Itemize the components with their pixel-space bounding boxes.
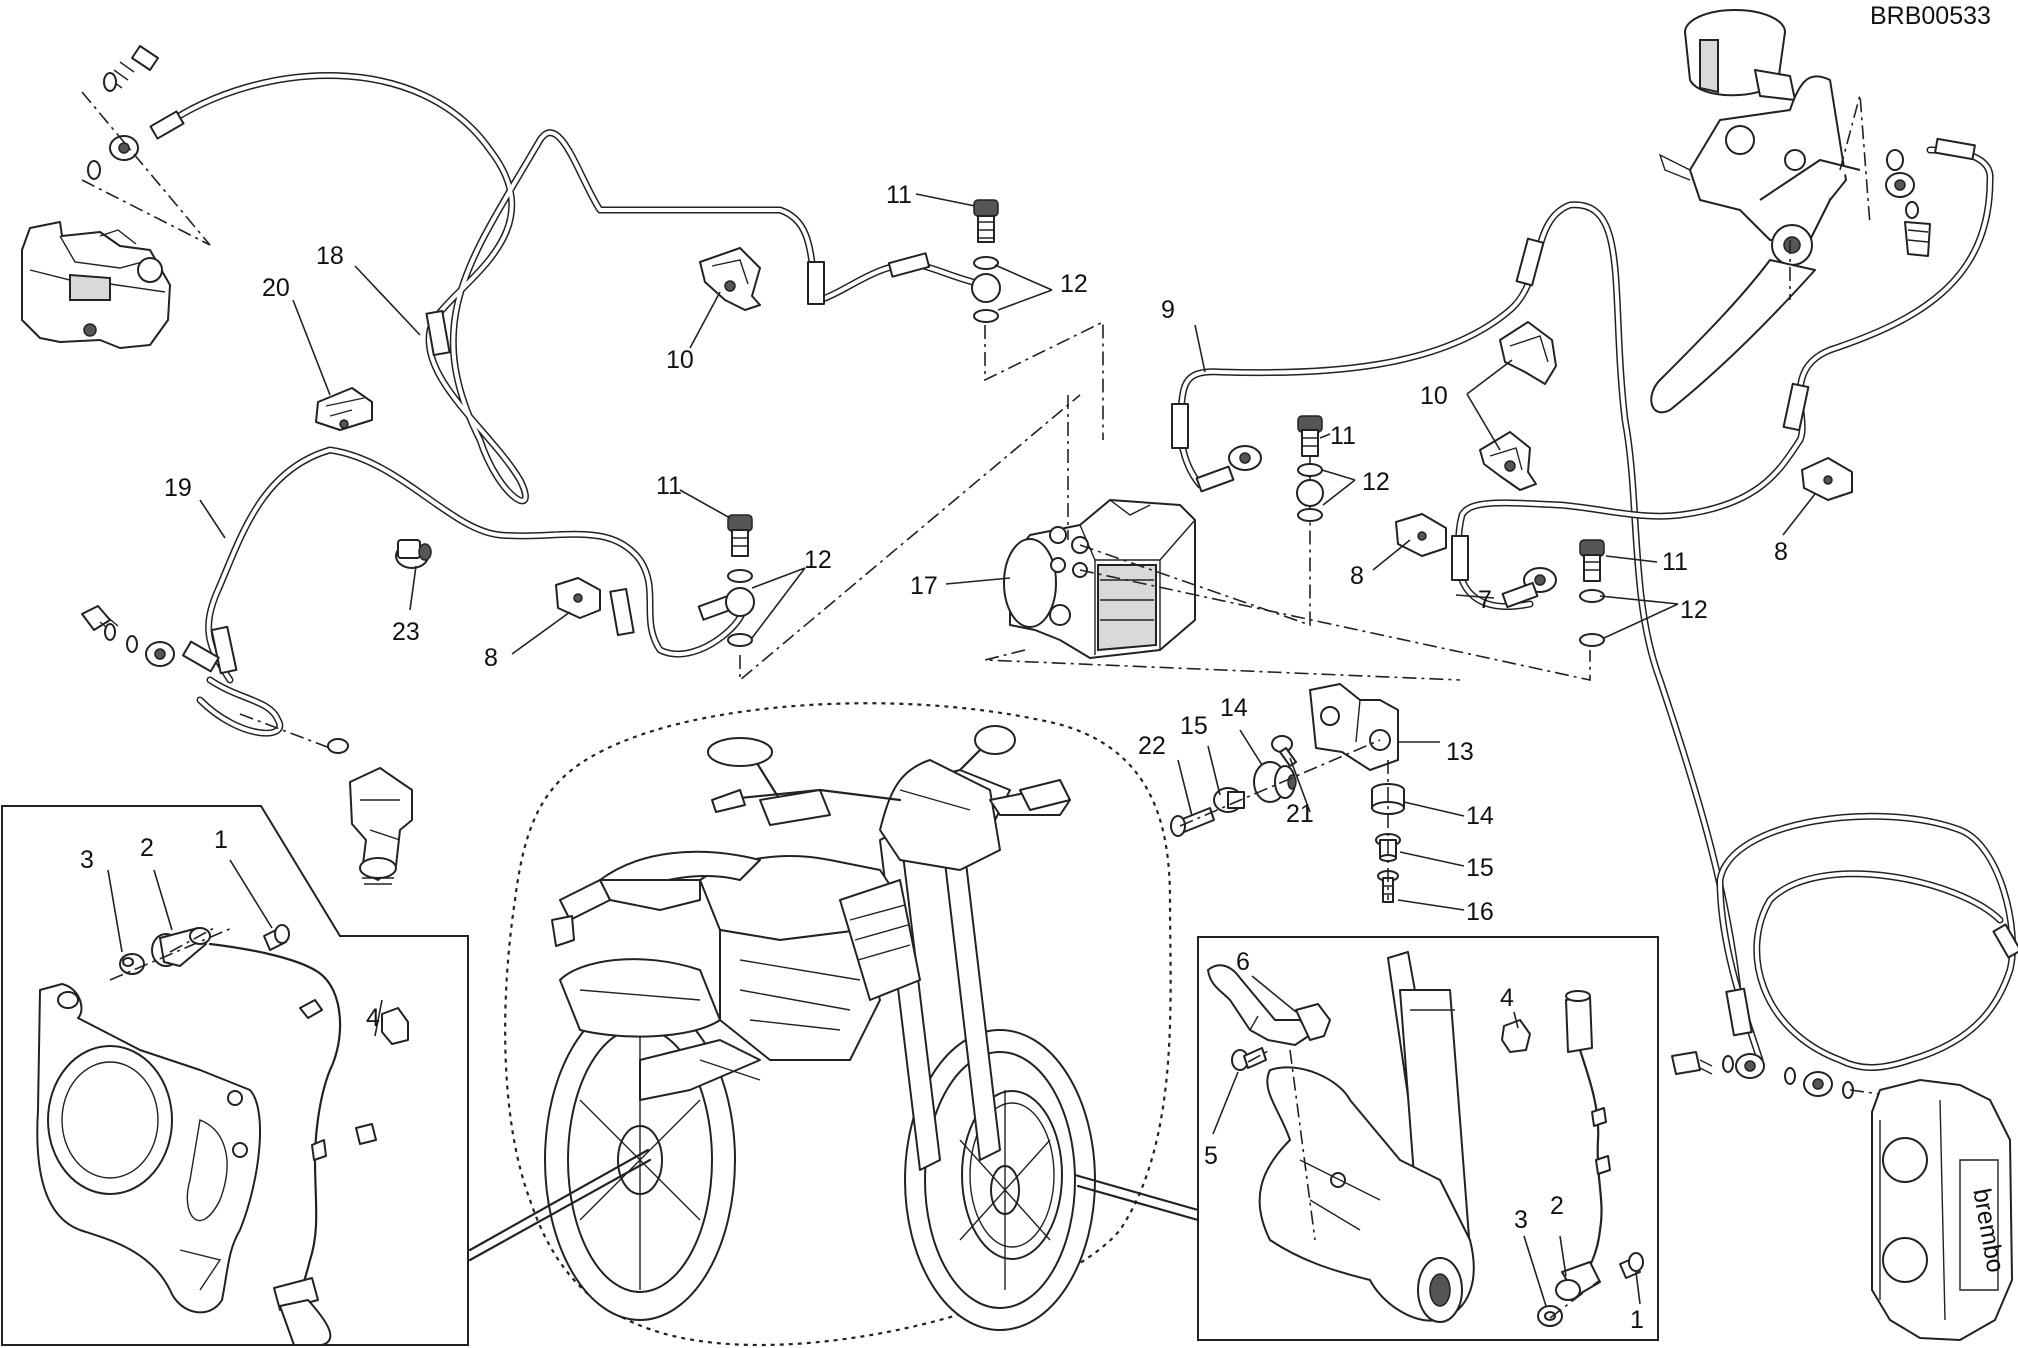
callout-3: 3 <box>1514 1206 1528 1234</box>
axis-line <box>984 649 1461 681</box>
hose-clip-10-right-b <box>1479 431 1537 491</box>
drawing-code: BRB00533 <box>1870 2 1991 30</box>
callout-11: 11 <box>656 472 682 500</box>
callout-8: 8 <box>1774 538 1788 566</box>
axis-line <box>1247 1049 1271 1063</box>
banjo-fitting-7 <box>1501 567 1557 609</box>
hose-clamp-8-left <box>555 577 601 619</box>
hose-clip-20 <box>315 387 373 431</box>
callout-6: 6 <box>1236 948 1250 976</box>
hose-clip-10-right-a <box>1499 321 1557 385</box>
front-brake-hose <box>1716 812 2016 1071</box>
callout-12: 12 <box>804 546 832 574</box>
inset-pointer-front-2 <box>1076 1184 1200 1222</box>
callout-2: 2 <box>1550 1192 1564 1220</box>
axis-line <box>239 713 331 749</box>
callout-22: 22 <box>1138 732 1166 760</box>
axis-line <box>1839 94 1871 226</box>
callout-4: 4 <box>366 1004 380 1032</box>
callout-numbers: 11 12 18 20 10 9 10 11 12 19 11 12 23 8 … <box>80 181 1788 1334</box>
callout-14: 14 <box>1466 802 1494 830</box>
banjo-bolt-11-left <box>725 514 755 647</box>
callout-1: 1 <box>214 826 228 854</box>
banjo-bolt-11-center <box>1296 415 1324 522</box>
axis-line <box>169 927 215 953</box>
axis-line <box>984 320 1104 440</box>
hose-clamp-8-center <box>1395 513 1447 557</box>
callout-5: 5 <box>1204 1142 1218 1170</box>
rear-master-cylinder <box>327 738 413 885</box>
leader-lines <box>107 193 1816 1307</box>
screw-22 <box>1170 807 1215 837</box>
callout-4: 4 <box>1500 984 1514 1012</box>
callout-11: 11 <box>1330 422 1356 450</box>
brake-hose-9 <box>1171 201 1744 1014</box>
damper-14-left <box>1253 761 1297 803</box>
inset-pointer-rear-2 <box>468 1158 652 1262</box>
banjo-bolt-11-right <box>1579 539 1605 647</box>
callout-14: 14 <box>1220 694 1248 722</box>
callout-12: 12 <box>1060 270 1088 298</box>
axis-line <box>1849 1089 1881 1095</box>
axis-line <box>1079 569 1591 681</box>
front-master-banjo <box>1885 149 1931 257</box>
callout-18: 18 <box>316 242 344 270</box>
callout-13: 13 <box>1446 738 1474 766</box>
front-hose-fittings <box>1671 923 2018 1099</box>
motorcycle-area-outline <box>504 702 1172 1347</box>
rear-hose-fitting-top <box>87 45 159 180</box>
axis-line <box>1549 1279 1601 1319</box>
callout-3: 3 <box>80 846 94 874</box>
motorcycle <box>544 725 1096 1331</box>
callout-1: 1 <box>1630 1306 1644 1334</box>
callout-11: 11 <box>886 181 912 209</box>
axis-line <box>81 91 211 246</box>
front-master-cylinder <box>1650 9 1861 414</box>
brake-hose-18 <box>149 72 989 505</box>
callout-8: 8 <box>1350 562 1364 590</box>
callout-2: 2 <box>140 834 154 862</box>
callout-15: 15 <box>1466 854 1494 882</box>
callout-16: 16 <box>1466 898 1494 926</box>
callout-23: 23 <box>392 618 420 646</box>
axis-line <box>1289 1049 1316 1241</box>
front-brake-caliper: brembo <box>1871 1079 2013 1341</box>
abs-control-unit-17 <box>1003 499 1196 659</box>
spacer-23 <box>395 539 432 569</box>
callout-12: 12 <box>1680 596 1708 624</box>
axis-line <box>739 394 1081 682</box>
callout-11: 11 <box>1662 548 1688 576</box>
banjo-fitting-9 <box>1228 445 1262 471</box>
inset-pointer-rear-1 <box>468 1148 650 1252</box>
hose-clip-10-center <box>699 247 761 311</box>
callout-8: 8 <box>484 644 498 672</box>
callout-17: 17 <box>910 572 938 600</box>
screw-21 <box>1271 735 1297 767</box>
callout-10: 10 <box>1420 382 1448 410</box>
front-wheel-speed-sensor-inset <box>1197 936 1659 1341</box>
callout-20: 20 <box>262 274 290 302</box>
hose-fitting-left <box>81 605 220 673</box>
callout-10: 10 <box>666 346 694 374</box>
mount-bracket-13 <box>1309 683 1399 771</box>
inset-pointer-front-1 <box>1073 1173 1200 1212</box>
callout-9: 9 <box>1161 296 1175 324</box>
rear-brake-caliper <box>21 221 171 349</box>
banjo-bolt-11-top <box>971 199 1001 323</box>
callout-21: 21 <box>1286 800 1314 828</box>
callout-12: 12 <box>1362 468 1390 496</box>
callout-15: 15 <box>1180 712 1208 740</box>
callout-19: 19 <box>164 474 192 502</box>
brake-hose-7 <box>1451 137 1994 610</box>
rear-wheel-speed-sensor-inset <box>1 805 469 1346</box>
hose-clamp-8-right <box>1801 457 1853 501</box>
axis-line <box>1179 739 1381 827</box>
axis-line <box>81 179 211 246</box>
callout-7: 7 <box>1478 586 1492 614</box>
axis-line <box>109 927 233 981</box>
